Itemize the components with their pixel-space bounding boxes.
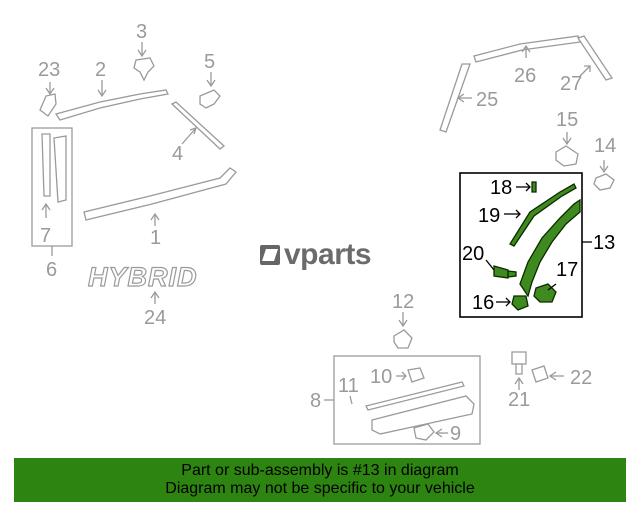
part-15 (555, 132, 579, 167)
part-13-molding (519, 198, 581, 298)
part-18 (516, 181, 537, 193)
callout-11[interactable]: 11 (338, 375, 359, 397)
callout-21[interactable]: 21 (508, 389, 530, 411)
callout-24[interactable]: 24 (144, 307, 166, 329)
callout-3[interactable]: 3 (136, 21, 147, 43)
callout-6[interactable]: 6 (46, 259, 57, 281)
callout-19[interactable]: 19 (478, 205, 500, 227)
part-13-box (459, 172, 583, 318)
part-10 (396, 367, 425, 383)
callout-14[interactable]: 14 (594, 135, 616, 157)
callout-9[interactable]: 9 (450, 423, 461, 445)
callout-5[interactable]: 5 (204, 51, 215, 73)
part-16-clip (496, 295, 529, 311)
banner-line-2: Diagram may not be specific to your vehi… (165, 480, 475, 497)
callout-20[interactable]: 20 (462, 243, 484, 265)
part-20-screw (485, 259, 517, 279)
banner-line-1: Part or sub-assembly is #13 in diagram (181, 462, 459, 479)
callout-23[interactable]: 23 (38, 59, 60, 81)
part-11 (349, 381, 465, 411)
callout-10[interactable]: 10 (370, 366, 392, 388)
part-2 (54, 80, 169, 121)
callout-13[interactable]: 13 (593, 232, 615, 254)
callout-22[interactable]: 22 (570, 367, 592, 389)
callout-27[interactable]: 27 (560, 73, 582, 95)
lv-logo-icon (260, 245, 280, 265)
part-26 (473, 35, 581, 63)
callout-17[interactable]: 17 (556, 259, 578, 281)
part-8-molding (371, 395, 475, 435)
part-17-clip (533, 283, 557, 303)
part-12 (393, 312, 413, 349)
vparts-watermark: vparts (260, 238, 372, 272)
part-21 (511, 351, 527, 390)
callout-4[interactable]: 4 (172, 143, 183, 165)
callout-18[interactable]: 18 (490, 177, 512, 199)
callout-1[interactable]: 1 (150, 227, 161, 249)
part-7 (41, 133, 67, 218)
part-22 (531, 365, 564, 383)
part-5 (199, 72, 221, 109)
part-25 (439, 63, 472, 133)
callout-15[interactable]: 15 (556, 109, 578, 131)
svg-text:HYBRID: HYBRID (88, 262, 198, 292)
part-3 (133, 42, 155, 82)
callout-25[interactable]: 25 (476, 89, 498, 111)
part-14 (593, 160, 615, 191)
part-4 (170, 101, 226, 150)
callout-2[interactable]: 2 (95, 59, 106, 81)
callout-8[interactable]: 8 (310, 390, 321, 412)
part-9 (413, 423, 448, 441)
info-banner: Part or sub-assembly is #13 in diagram D… (14, 458, 626, 502)
part-27 (576, 35, 614, 81)
part-19-strip (504, 183, 577, 247)
callout-12[interactable]: 12 (392, 291, 414, 313)
callout-7[interactable]: 7 (40, 225, 51, 247)
part-24-hybrid-emblem: HYBRID (87, 261, 198, 304)
watermark-text: vparts (284, 238, 372, 271)
callout-26[interactable]: 26 (514, 65, 536, 87)
callout-16[interactable]: 16 (472, 292, 494, 314)
part-1 (83, 167, 237, 226)
part-23 (39, 82, 57, 117)
